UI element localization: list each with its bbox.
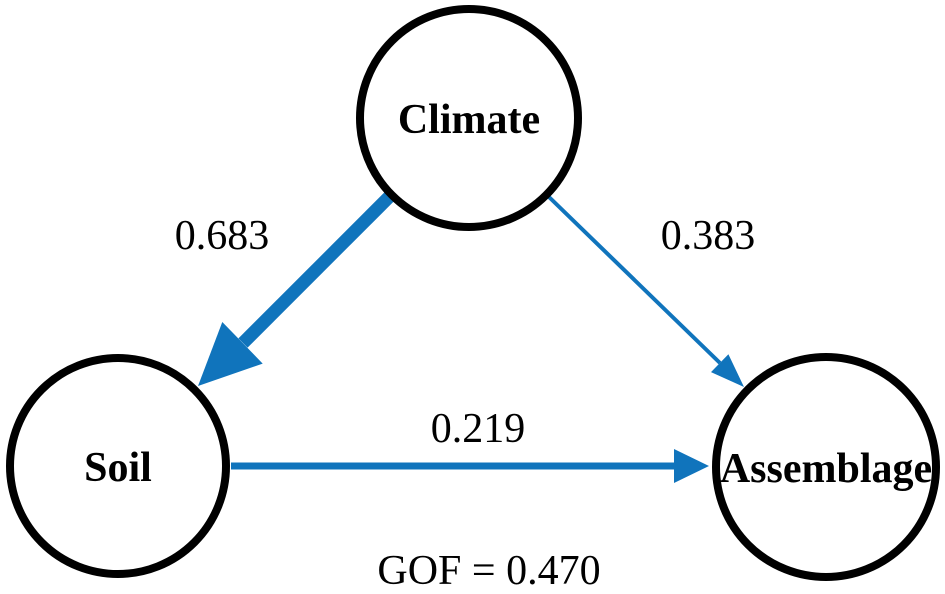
edge-soil-assemblage <box>231 449 709 483</box>
node-climate-label: Climate <box>398 97 540 143</box>
edge-soil-assemblage-arrowhead-icon <box>674 449 709 483</box>
edge-climate-assemblage-arrowhead-icon <box>711 354 744 387</box>
node-assemblage-label: Assemblage <box>720 446 932 492</box>
node-soil: Soil <box>6 354 230 578</box>
edge-climate-assemblage-shaft <box>547 195 722 365</box>
node-soil-circle <box>6 354 230 578</box>
edge-climate-assemblage <box>547 195 744 387</box>
edge-label-soil-assemblage: 0.219 <box>431 406 526 452</box>
edge-label-climate-assemblage: 0.383 <box>661 213 756 259</box>
edge-climate-soil-arrowhead-icon <box>198 322 263 386</box>
node-assemblage-circle <box>712 353 940 581</box>
edge-climate-soil <box>198 191 395 386</box>
gof-label: GOF = 0.470 <box>377 548 600 594</box>
edge-label-climate-soil: 0.683 <box>175 213 270 259</box>
node-climate: Climate <box>356 5 582 231</box>
node-assemblage: Assemblage <box>712 353 940 581</box>
node-climate-circle <box>356 5 582 231</box>
node-soil-label: Soil <box>84 445 152 491</box>
edge-climate-soil-shaft <box>238 191 395 348</box>
